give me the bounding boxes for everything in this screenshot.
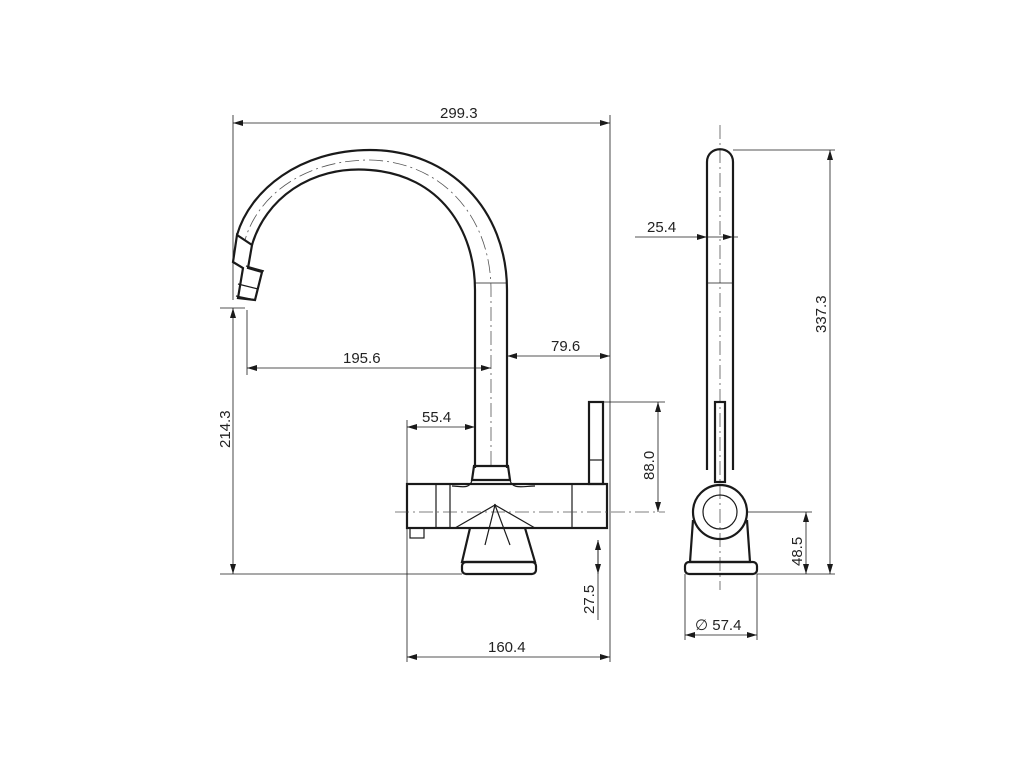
aerator-band-1 xyxy=(245,265,265,272)
aerator-body xyxy=(231,233,264,302)
arrow xyxy=(481,365,491,371)
dim-base-diameter: ∅ 57.4 xyxy=(695,617,741,634)
side-body-inner xyxy=(702,494,738,530)
dim-spout-diameter: 25.4 xyxy=(647,219,676,236)
lever-handle xyxy=(587,400,605,486)
arrow xyxy=(600,654,610,660)
arrow xyxy=(407,424,417,430)
side-spout xyxy=(705,148,735,470)
pedestal xyxy=(460,527,537,564)
dim-left-handle: 55.4 xyxy=(422,409,451,426)
arrow xyxy=(600,120,610,126)
arrow xyxy=(697,234,707,240)
dim-lever-height: 88.0 xyxy=(641,451,658,480)
side-view xyxy=(683,125,759,590)
arrow xyxy=(247,365,257,371)
arrow xyxy=(827,150,833,160)
arrow xyxy=(600,353,610,359)
aerator-band-2 xyxy=(237,283,259,290)
side-base-plate xyxy=(683,560,759,576)
arrow xyxy=(507,353,517,359)
dim-side-base-height: 48.5 xyxy=(789,537,806,566)
arrow xyxy=(465,424,475,430)
aerator-outlet xyxy=(235,295,257,301)
front-view xyxy=(231,148,665,576)
spout-centerline xyxy=(244,159,492,465)
dim-body-width: 160.4 xyxy=(488,639,526,656)
side-lever xyxy=(713,400,727,484)
dim-front-height: 214.3 xyxy=(217,410,234,448)
arrow xyxy=(407,654,417,660)
arrow xyxy=(595,564,601,574)
arrow xyxy=(233,120,243,126)
neck-collar xyxy=(470,464,512,482)
arrow xyxy=(747,632,757,638)
arrow xyxy=(723,234,733,240)
neck-flare xyxy=(451,479,536,488)
dim-spout-offset: 79.6 xyxy=(551,338,580,355)
arrow xyxy=(595,540,601,550)
dim-spout-reach: 195.6 xyxy=(343,350,381,367)
arrow xyxy=(803,564,809,574)
dim-base-thickness: 27.5 xyxy=(581,585,598,614)
base-plate xyxy=(460,560,538,576)
arrow xyxy=(803,512,809,522)
arrow xyxy=(655,502,661,512)
arrow xyxy=(230,564,236,574)
body-housing xyxy=(405,482,609,530)
left-handle-tab xyxy=(409,527,425,539)
arrow xyxy=(685,632,695,638)
dim-side-height: 337.3 xyxy=(813,295,830,333)
dim-overall-width: 299.3 xyxy=(440,105,478,122)
arrow xyxy=(827,564,833,574)
pedestal-web-left xyxy=(454,503,496,546)
spout-inner-contour xyxy=(235,148,509,468)
arrow xyxy=(230,308,236,318)
spout-outer-contour xyxy=(250,168,477,468)
pedestal-web-right xyxy=(493,503,536,546)
dimension-lines: 299.3 214.3 195.6 79.6 55.4 88.0 27.5 xyxy=(217,105,835,662)
arrow xyxy=(655,402,661,412)
